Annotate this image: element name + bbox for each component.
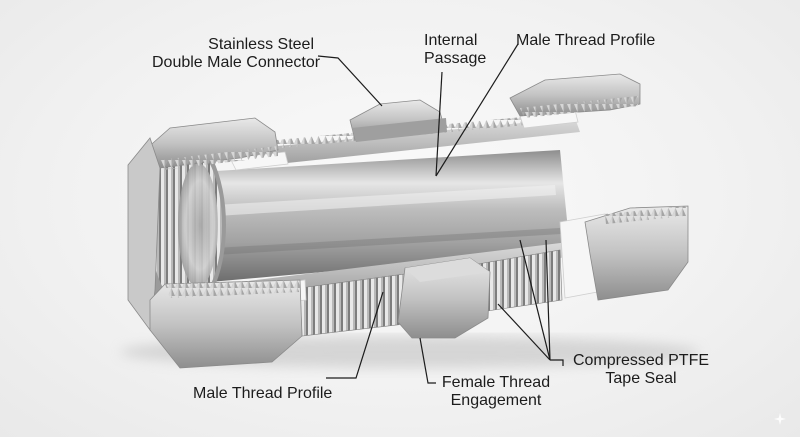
label-passage-line2: Passage [424,50,487,67]
label-ptfe-seal: Compressed PTFE Tape Seal [566,352,716,388]
left-hex-face [127,137,161,332]
label-passage-line1: Internal [424,32,478,49]
internal-passage-bore [200,150,570,282]
leader-male-top [435,43,519,177]
label-female-line2: Engagement [450,392,542,409]
label-male-thread-top: Male Thread Profile [516,32,655,50]
leader-ptfe-1 [519,239,551,361]
leader-ptfe-stem [550,359,564,366]
leader-lines [317,43,564,384]
label-connector-line1: Stainless Steel [208,36,314,53]
leader-ptfe-3 [497,303,551,361]
label-male-thread-bottom: Male Thread Profile [193,385,332,403]
sparkle-icon [774,413,786,425]
leader-female [419,337,436,384]
label-passage: Internal Passage [424,32,486,68]
bottom-right-hex-nut [584,205,689,301]
leader-ptfe-2 [545,239,551,361]
top-cut-wall [235,118,580,168]
label-connector: Stainless Steel Double Male Connector [152,36,321,72]
label-male-thread-bottom-text: Male Thread Profile [193,385,333,402]
label-ptfe-line2: Tape Seal [605,370,677,387]
label-male-thread-top-text: Male Thread Profile [516,32,656,49]
label-female-line1: Female Thread [441,374,551,391]
leader-connector [317,55,383,107]
leader-passage [435,71,443,177]
leader-male-bottom [326,291,384,379]
label-female-engagement: Female Thread Engagement [436,374,556,410]
label-ptfe-line1: Compressed PTFE [572,352,710,369]
label-connector-line2: Double Male Connector [152,54,321,71]
